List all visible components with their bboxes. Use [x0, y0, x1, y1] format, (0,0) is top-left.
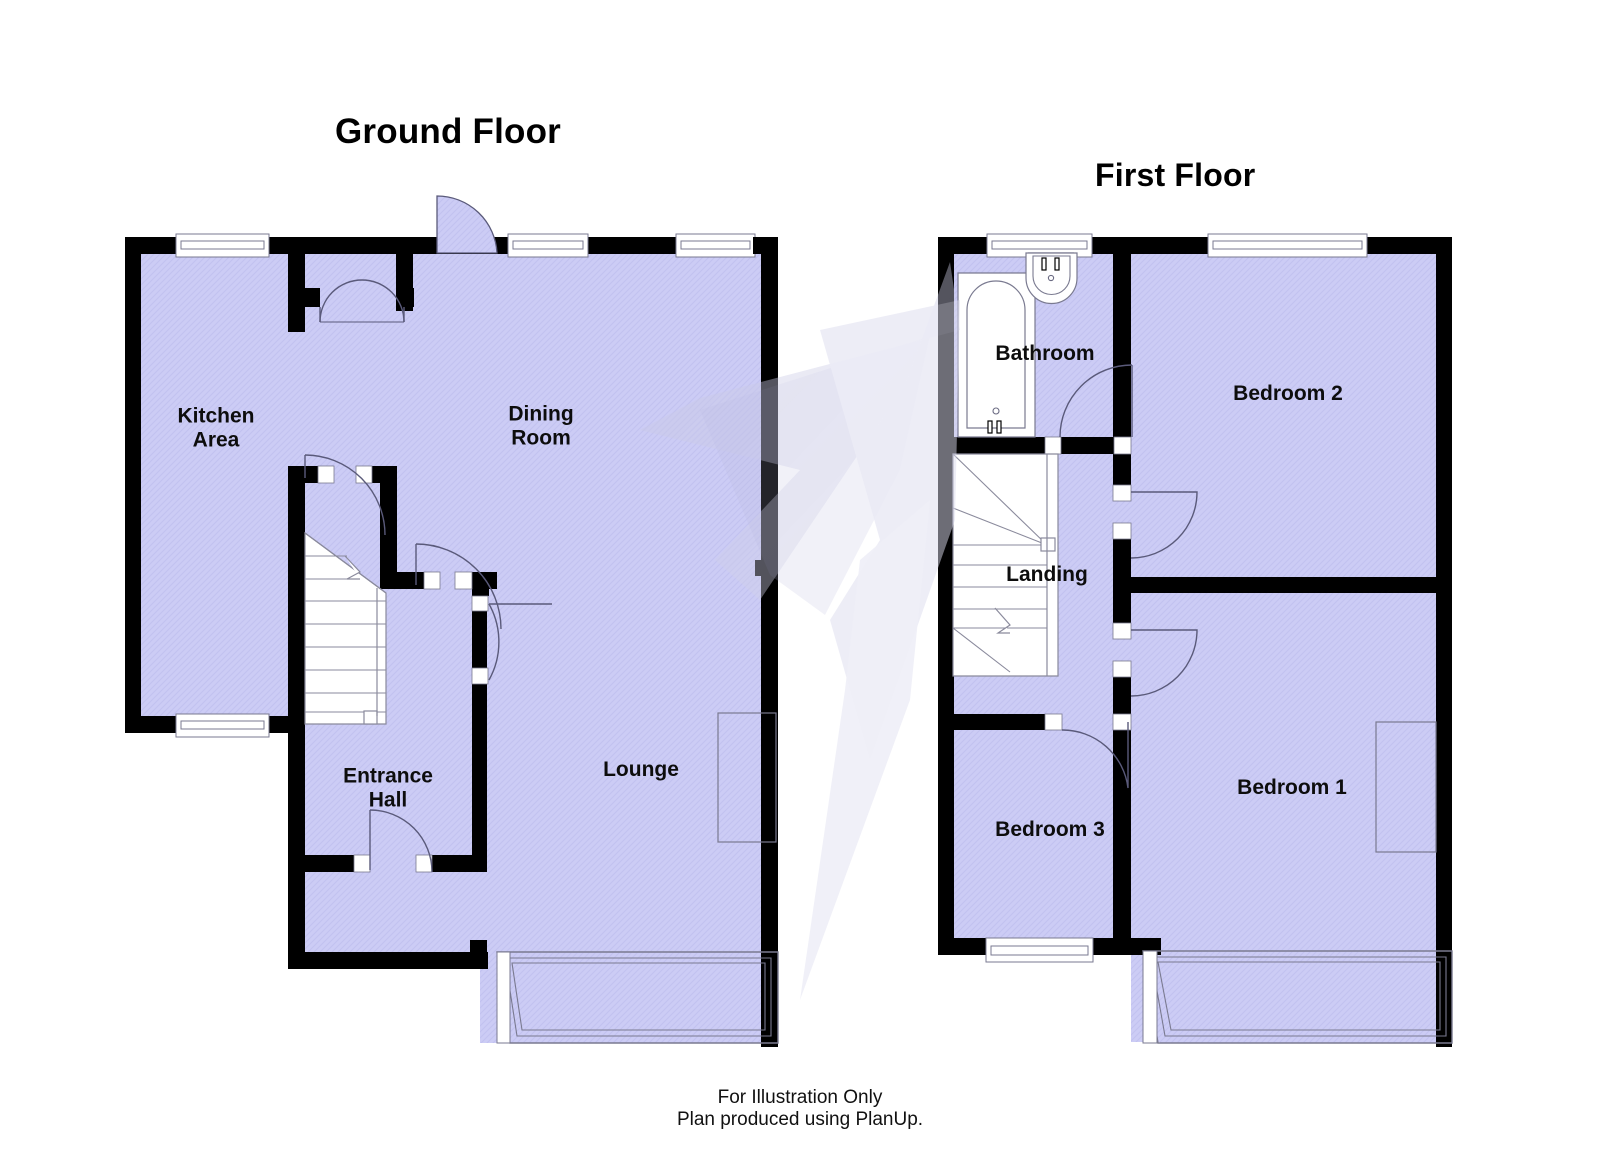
- first-floor-windows: [985, 233, 1453, 1044]
- ground-floor-room-fills: [140, 253, 775, 1043]
- window-kitchen-top: [175, 233, 270, 258]
- footer-producer-note: Plan produced using PlanUp.: [676, 1109, 924, 1130]
- sink-basin-icon: [1025, 252, 1078, 305]
- chimney-recess-bedroom1: [1375, 721, 1437, 853]
- window-kitchen-bottom: [175, 713, 270, 738]
- room-label-bedroom-1: Bedroom 1: [1237, 776, 1347, 800]
- window-bedroom1-bay: [1142, 950, 1453, 1044]
- first-floor-walls: [938, 237, 1452, 1047]
- staircase-ground: [304, 531, 387, 725]
- room-label-bedroom-3: Bedroom 3: [995, 818, 1105, 842]
- first-floor-doors: [1059, 364, 1198, 789]
- ground-floor-title: Ground Floor: [335, 112, 561, 151]
- room-label-kitchen-area: Kitchen Area: [177, 404, 255, 451]
- room-label-dining-room: Dining Room: [508, 402, 574, 449]
- watermark-logo: [640, 262, 960, 1000]
- footer-illustration-note: For Illustration Only: [717, 1087, 883, 1108]
- room-label-landing: Landing: [1006, 563, 1088, 587]
- first-floor-group: [938, 233, 1453, 1047]
- room-label-bedroom-2: Bedroom 2: [1233, 382, 1343, 406]
- room-label-entrance-hall: Entrance Hall: [343, 764, 433, 811]
- door-dining-external: [436, 195, 498, 254]
- window-bedroom3-bottom: [985, 937, 1094, 963]
- ground-floor-windows: [175, 233, 779, 1044]
- chimney-recess-lounge: [717, 712, 777, 843]
- staircase-first: [952, 453, 1059, 677]
- window-dining-top-1: [507, 233, 589, 258]
- ground-floor-doors: [304, 279, 552, 873]
- window-dining-top-2: [675, 233, 756, 258]
- window-bedroom2-top: [1207, 233, 1368, 258]
- ground-floor-group: [125, 195, 779, 1047]
- window-lounge-bay: [496, 951, 779, 1044]
- room-label-bathroom: Bathroom: [995, 342, 1095, 366]
- first-floor-title: First Floor: [1095, 157, 1256, 193]
- bathroom-fixtures: [957, 252, 1078, 438]
- bathtub-icon: [957, 272, 1036, 438]
- room-label-lounge: Lounge: [603, 758, 679, 782]
